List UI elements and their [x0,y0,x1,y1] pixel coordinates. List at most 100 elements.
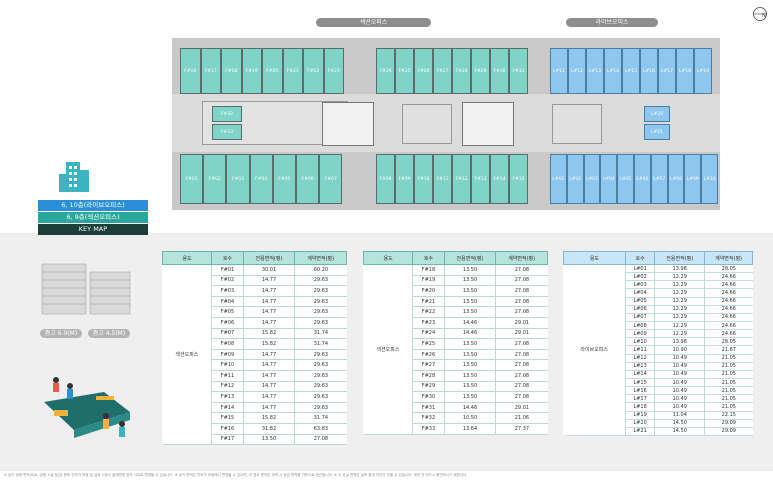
contract-area-cell: 24.66 [704,288,753,298]
plan-unit: F#04 [249,154,273,204]
plan-unit: F#20 [262,48,283,94]
unit-cell: F#18 [412,264,445,276]
exclusive-area-cell: 12.29 [654,305,706,314]
unit-cell: F#03 [211,285,244,297]
exclusive-area-cell: 13.50 [243,434,296,446]
contract-area-cell: 27.08 [495,275,548,287]
plan-unit: L#21 [644,124,670,140]
col-use: 용도 [161,251,213,265]
plan-unit: F#26 [414,48,433,94]
exclusive-area-cell: 14.46 [444,317,497,329]
unit-cell: F#14 [211,402,244,414]
unit-cell: F#10 [211,359,244,371]
unit-cell: F#30 [412,391,445,403]
unit-cell: L#15 [625,378,656,388]
exclusive-area-cell: 12.29 [654,272,706,282]
contract-area-cell: 29.63 [294,306,347,318]
contract-area-cell: 28.05 [704,337,753,347]
unit-cell: L#14 [625,370,656,379]
unit-cell: F#06 [211,317,244,329]
unit-cell: F#26 [412,349,445,361]
col-unit: 호수 [624,251,656,265]
plan-unit: L#06 [634,154,651,204]
exclusive-area-cell: 10.49 [654,386,706,396]
unit-cell: F#04 [211,296,244,308]
exclusive-area-cell: 13.50 [444,370,497,382]
contract-area-cell: 21.06 [495,412,548,424]
unit-cell: F#16 [211,423,244,435]
unit-cell: F#21 [412,296,445,308]
exclusive-area-cell: 13.98 [654,337,706,347]
col-exclusive-area: 전용면적(평) [654,251,706,265]
exclusive-area-cell: 14.46 [444,402,497,414]
contract-area-cell: 29.63 [294,391,347,403]
plan-unit: F#28 [452,48,471,94]
exclusive-area-cell: 14.77 [243,359,296,371]
plan-unit: L#18 [676,48,694,94]
exclusive-area-cell: 14.77 [243,391,296,403]
plan-unit: F#09 [395,154,414,204]
exclusive-area-cell: 13.98 [654,264,706,274]
exclusive-area-cell: 31.82 [243,423,296,435]
unit-cell: L#11 [625,345,656,355]
plan-unit: F#19 [241,48,262,94]
unit-cell: F#25 [412,338,445,350]
contract-area-cell: 29.09 [704,419,753,428]
contract-area-cell: 31.74 [294,338,347,350]
plan-unit: F#24 [376,48,395,94]
unit-cell: F#02 [211,275,244,287]
unit-cell: L#03 [625,280,656,290]
plan-unit: L#11 [550,48,568,94]
contract-area-cell: 24.66 [704,272,753,282]
contract-area-cell: 29.01 [495,402,548,414]
contract-area-cell: 27.08 [495,296,548,308]
exclusive-area-cell: 14.50 [654,419,706,428]
exclusive-area-cell: 14.46 [444,328,497,340]
unit-cell: F#17 [211,434,244,446]
exclusive-area-cell: 14.77 [243,402,296,414]
unit-cell: F#07 [211,328,244,340]
contract-area-cell: 29.63 [294,275,347,287]
contract-area-cell: 21.87 [704,345,753,355]
plan-unit: F#11 [433,154,452,204]
live-office-label: 라이브오피스 [566,18,658,27]
plan-unit: F#17 [200,48,221,94]
contract-area-cell: 24.66 [704,280,753,290]
plan-unit: F#12 [452,154,471,204]
unit-cell: F#11 [211,370,244,382]
contract-area-cell: 27.08 [495,306,548,318]
plan-unit: L#05 [617,154,634,204]
col-unit: 호수 [211,251,244,265]
contract-area-cell: 24.66 [704,329,753,339]
exclusive-area-cell: 13.50 [444,285,497,297]
contract-area-cell: 24.66 [704,313,753,322]
contract-area-cell: 29.63 [294,296,347,308]
north-compass-icon: N [753,7,767,21]
exclusive-area-cell: 10.90 [654,345,706,355]
exclusive-area-cell: 13.50 [444,296,497,308]
exclusive-area-cell: 13.50 [444,275,497,287]
contract-area-cell: 24.66 [704,297,753,306]
use-cell: 섹션오피스 [363,264,414,435]
plan-unit: F#08 [376,154,395,204]
contract-area-cell: 24.66 [704,321,753,331]
contract-area-cell: 21.05 [704,394,753,404]
